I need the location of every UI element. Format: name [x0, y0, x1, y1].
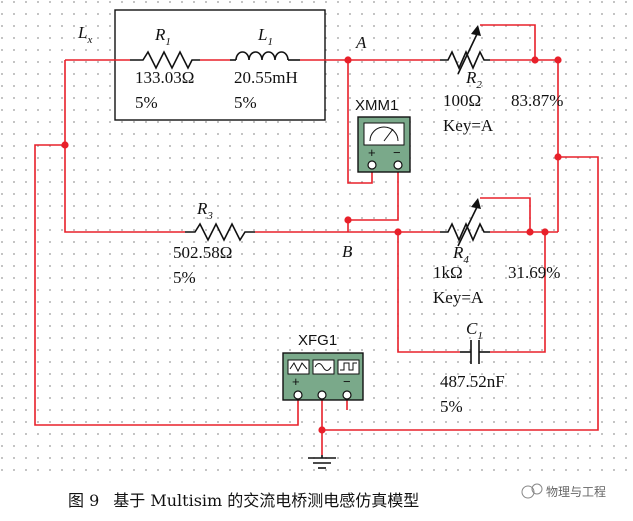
r3-name: R3: [196, 199, 213, 222]
svg-text:−: −: [343, 374, 351, 389]
r1-value: 133.03Ω: [135, 68, 194, 87]
sine-wave-icon: [314, 363, 332, 371]
junction-nodes: [61, 56, 562, 434]
square-wave-icon: [340, 362, 357, 371]
r1-name: R1: [154, 25, 171, 48]
r2-key: Key=A: [443, 116, 494, 135]
r2-percent: 83.87%: [511, 91, 563, 110]
r4-name: R4: [452, 243, 469, 266]
c1-name: C1: [466, 319, 483, 342]
r2-value: 100Ω: [443, 91, 481, 110]
potentiometer-r2: R2 100Ω 83.87% Key=A: [440, 25, 563, 135]
node-a-label: A: [355, 33, 367, 52]
resistor-r1: R1 133.03Ω 5%: [130, 25, 200, 112]
svg-text:物理与工程: 物理与工程: [546, 484, 606, 499]
svg-text:+: +: [292, 374, 300, 389]
function-generator-xfg1: XFG1 + −: [282, 332, 364, 401]
capacitor-c1: C1 487.52nF 5%: [440, 319, 505, 416]
lx-box: [114, 9, 326, 121]
multimeter-xmm1: XMM1 + −: [355, 97, 411, 173]
svg-text:−: −: [393, 145, 401, 160]
svg-text:+: +: [368, 145, 376, 160]
xmm1-name: XMM1: [355, 97, 398, 114]
node-b-label: B: [342, 242, 353, 261]
l1-value: 20.55mH: [234, 68, 298, 87]
lx-label: Lx: [77, 23, 92, 46]
r2-name: R2: [465, 68, 482, 91]
r3-tolerance: 5%: [173, 268, 196, 287]
ground-symbol: [308, 455, 336, 469]
c1-tolerance: 5%: [440, 397, 463, 416]
potentiometer-r4: R4 1kΩ 31.69% Key=A: [433, 198, 560, 307]
c1-value: 487.52nF: [440, 372, 505, 391]
triangle-wave-icon: [289, 362, 308, 373]
xfg1-name: XFG1: [298, 332, 337, 349]
r4-value: 1kΩ: [433, 263, 463, 282]
r4-percent: 31.69%: [508, 263, 560, 282]
r3-value: 502.58Ω: [173, 243, 232, 262]
watermark: 物理与工程: [521, 483, 606, 499]
inductor-l1: L1 20.55mH 5%: [230, 25, 300, 112]
l1-name: L1: [257, 25, 273, 48]
l1-tolerance: 5%: [234, 93, 257, 112]
resistor-r3: R3 502.58Ω 5%: [173, 199, 255, 287]
r4-key: Key=A: [433, 288, 484, 307]
r1-tolerance: 5%: [135, 93, 158, 112]
